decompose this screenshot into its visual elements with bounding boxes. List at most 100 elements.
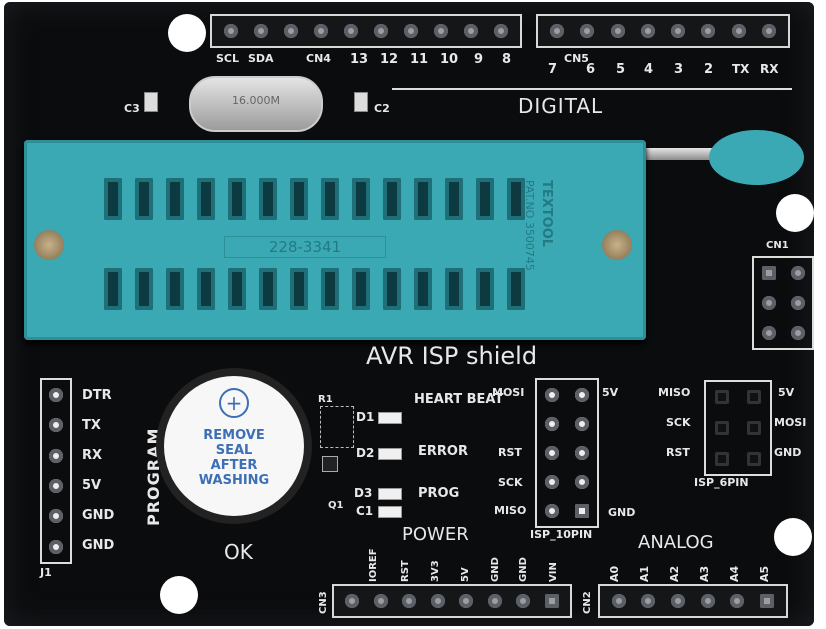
pin-label: VIN bbox=[548, 562, 559, 582]
pin-label: 11 bbox=[410, 52, 429, 67]
led-label: ERROR bbox=[418, 444, 468, 459]
header-name: CN4 bbox=[306, 52, 331, 65]
screw-icon bbox=[602, 230, 632, 260]
pin-label: GND bbox=[774, 446, 802, 459]
pin-label: GND bbox=[608, 506, 636, 519]
pcb-board: SCL SDA CN4 13 12 11 10 9 8 CN5 7 6 5 4 … bbox=[4, 2, 814, 626]
mounting-hole bbox=[776, 194, 814, 232]
led-d1 bbox=[378, 412, 402, 424]
buzzer-text: REMOVE bbox=[203, 428, 265, 443]
crystal-marking: 16.000M bbox=[232, 94, 280, 107]
pin-label: 9 bbox=[474, 52, 484, 67]
pin-label: A3 bbox=[698, 565, 711, 582]
pin-label: GND bbox=[490, 557, 501, 582]
pin-label: 5 bbox=[616, 62, 626, 77]
header-cn3 bbox=[332, 584, 572, 618]
pin-label: A2 bbox=[668, 565, 681, 582]
pin-label: TX bbox=[732, 62, 750, 76]
resistor-network-r1 bbox=[320, 406, 354, 448]
pin-label: 5V bbox=[460, 567, 471, 582]
pin-label: 6 bbox=[586, 62, 596, 77]
buzzer: + REMOVE SEAL AFTER WASHING bbox=[164, 376, 304, 516]
header-name: CN1 bbox=[766, 240, 789, 251]
pin-label: A5 bbox=[758, 565, 771, 582]
pin-label: 3V3 bbox=[430, 560, 441, 582]
zif-lever-knob[interactable] bbox=[709, 130, 804, 185]
pin-label: 5V bbox=[602, 386, 619, 399]
pin-label: MISO bbox=[658, 386, 691, 399]
pin-label: TX bbox=[82, 418, 101, 433]
pin-label: RST bbox=[666, 446, 690, 459]
mounting-hole bbox=[774, 518, 812, 556]
ref-label: C2 bbox=[374, 102, 390, 115]
pin-label: IOREF bbox=[368, 548, 379, 582]
header-name: ISP_10PIN bbox=[530, 528, 593, 541]
screw-icon bbox=[34, 230, 64, 260]
section-program-label: PROGRAM bbox=[144, 427, 163, 526]
pin-label: SCK bbox=[666, 416, 691, 429]
header-j1 bbox=[40, 378, 72, 564]
silk-line bbox=[392, 88, 792, 90]
pin-label: A0 bbox=[608, 565, 621, 582]
pin-label: 5V bbox=[778, 386, 795, 399]
pin-label: MISO bbox=[494, 504, 527, 517]
led-d3 bbox=[378, 488, 402, 500]
pin-label: SCL bbox=[216, 52, 240, 65]
led-label: HEART BEAT bbox=[414, 392, 504, 407]
ref-label: C3 bbox=[124, 102, 140, 115]
transistor-q1 bbox=[322, 456, 338, 472]
section-analog-label: ANALOG bbox=[638, 532, 714, 553]
pin-label: SCK bbox=[498, 476, 523, 489]
header-name: CN5 bbox=[564, 52, 589, 65]
pin-label: 12 bbox=[380, 52, 399, 67]
pin-label: 3 bbox=[674, 62, 684, 77]
section-power-label: POWER bbox=[402, 524, 469, 545]
header-cn1 bbox=[752, 256, 814, 350]
ref-label: D1 bbox=[356, 410, 375, 424]
capacitor-c3 bbox=[144, 92, 158, 112]
buzzer-text: SEAL bbox=[215, 443, 253, 458]
board-title: AVR ISP shield bbox=[366, 342, 538, 370]
ref-label: Q1 bbox=[328, 500, 344, 511]
pin-label: RX bbox=[82, 448, 103, 463]
header-cn2 bbox=[598, 584, 788, 618]
plus-icon: + bbox=[219, 388, 249, 418]
header-name: ISP_6PIN bbox=[694, 476, 749, 489]
zif-brand: TEXTOOL bbox=[539, 180, 554, 248]
pin-label: DTR bbox=[82, 388, 112, 403]
pin-label: 5V bbox=[82, 478, 102, 493]
pin-label: MOSI bbox=[492, 386, 525, 399]
mounting-hole bbox=[160, 576, 198, 614]
pin-label: SDA bbox=[248, 52, 274, 65]
pin-label: A4 bbox=[728, 565, 741, 582]
header-cn4 bbox=[210, 14, 522, 48]
pin-label: RST bbox=[498, 446, 522, 459]
header-name: CN2 bbox=[582, 591, 593, 614]
pin-label: RST bbox=[400, 560, 411, 582]
section-digital-label: DIGITAL bbox=[518, 94, 604, 118]
pin-label: A1 bbox=[638, 565, 651, 582]
buzzer-text: WASHING bbox=[198, 473, 270, 488]
pin-label: RX bbox=[760, 62, 779, 76]
pin-label: GND bbox=[82, 508, 115, 523]
header-cn5 bbox=[536, 14, 790, 48]
pin-label: 4 bbox=[644, 62, 654, 77]
zif-patent: PAT.NO 3500745 bbox=[523, 180, 536, 271]
zif-socket: 228-3341 TEXTOOL PAT.NO 3500745 bbox=[24, 140, 646, 340]
ref-label: C1 bbox=[356, 504, 374, 518]
capacitor-c2 bbox=[354, 92, 368, 112]
capacitor-c1 bbox=[378, 506, 402, 518]
pin-label: 7 bbox=[548, 62, 558, 77]
ref-label: R1 bbox=[318, 394, 333, 405]
pin-label: 10 bbox=[440, 52, 459, 67]
isp-10pin-header bbox=[535, 378, 599, 528]
pin-label: 2 bbox=[704, 62, 714, 77]
header-name: CN3 bbox=[318, 591, 329, 614]
pin-label: 8 bbox=[502, 52, 512, 67]
pin-label: GND bbox=[518, 557, 529, 582]
mounting-hole bbox=[168, 14, 206, 52]
pin-label: 13 bbox=[350, 52, 369, 67]
isp-6pin-header bbox=[704, 380, 772, 476]
crystal-oscillator: 16.000M bbox=[189, 76, 323, 132]
header-name: J1 bbox=[40, 566, 52, 579]
